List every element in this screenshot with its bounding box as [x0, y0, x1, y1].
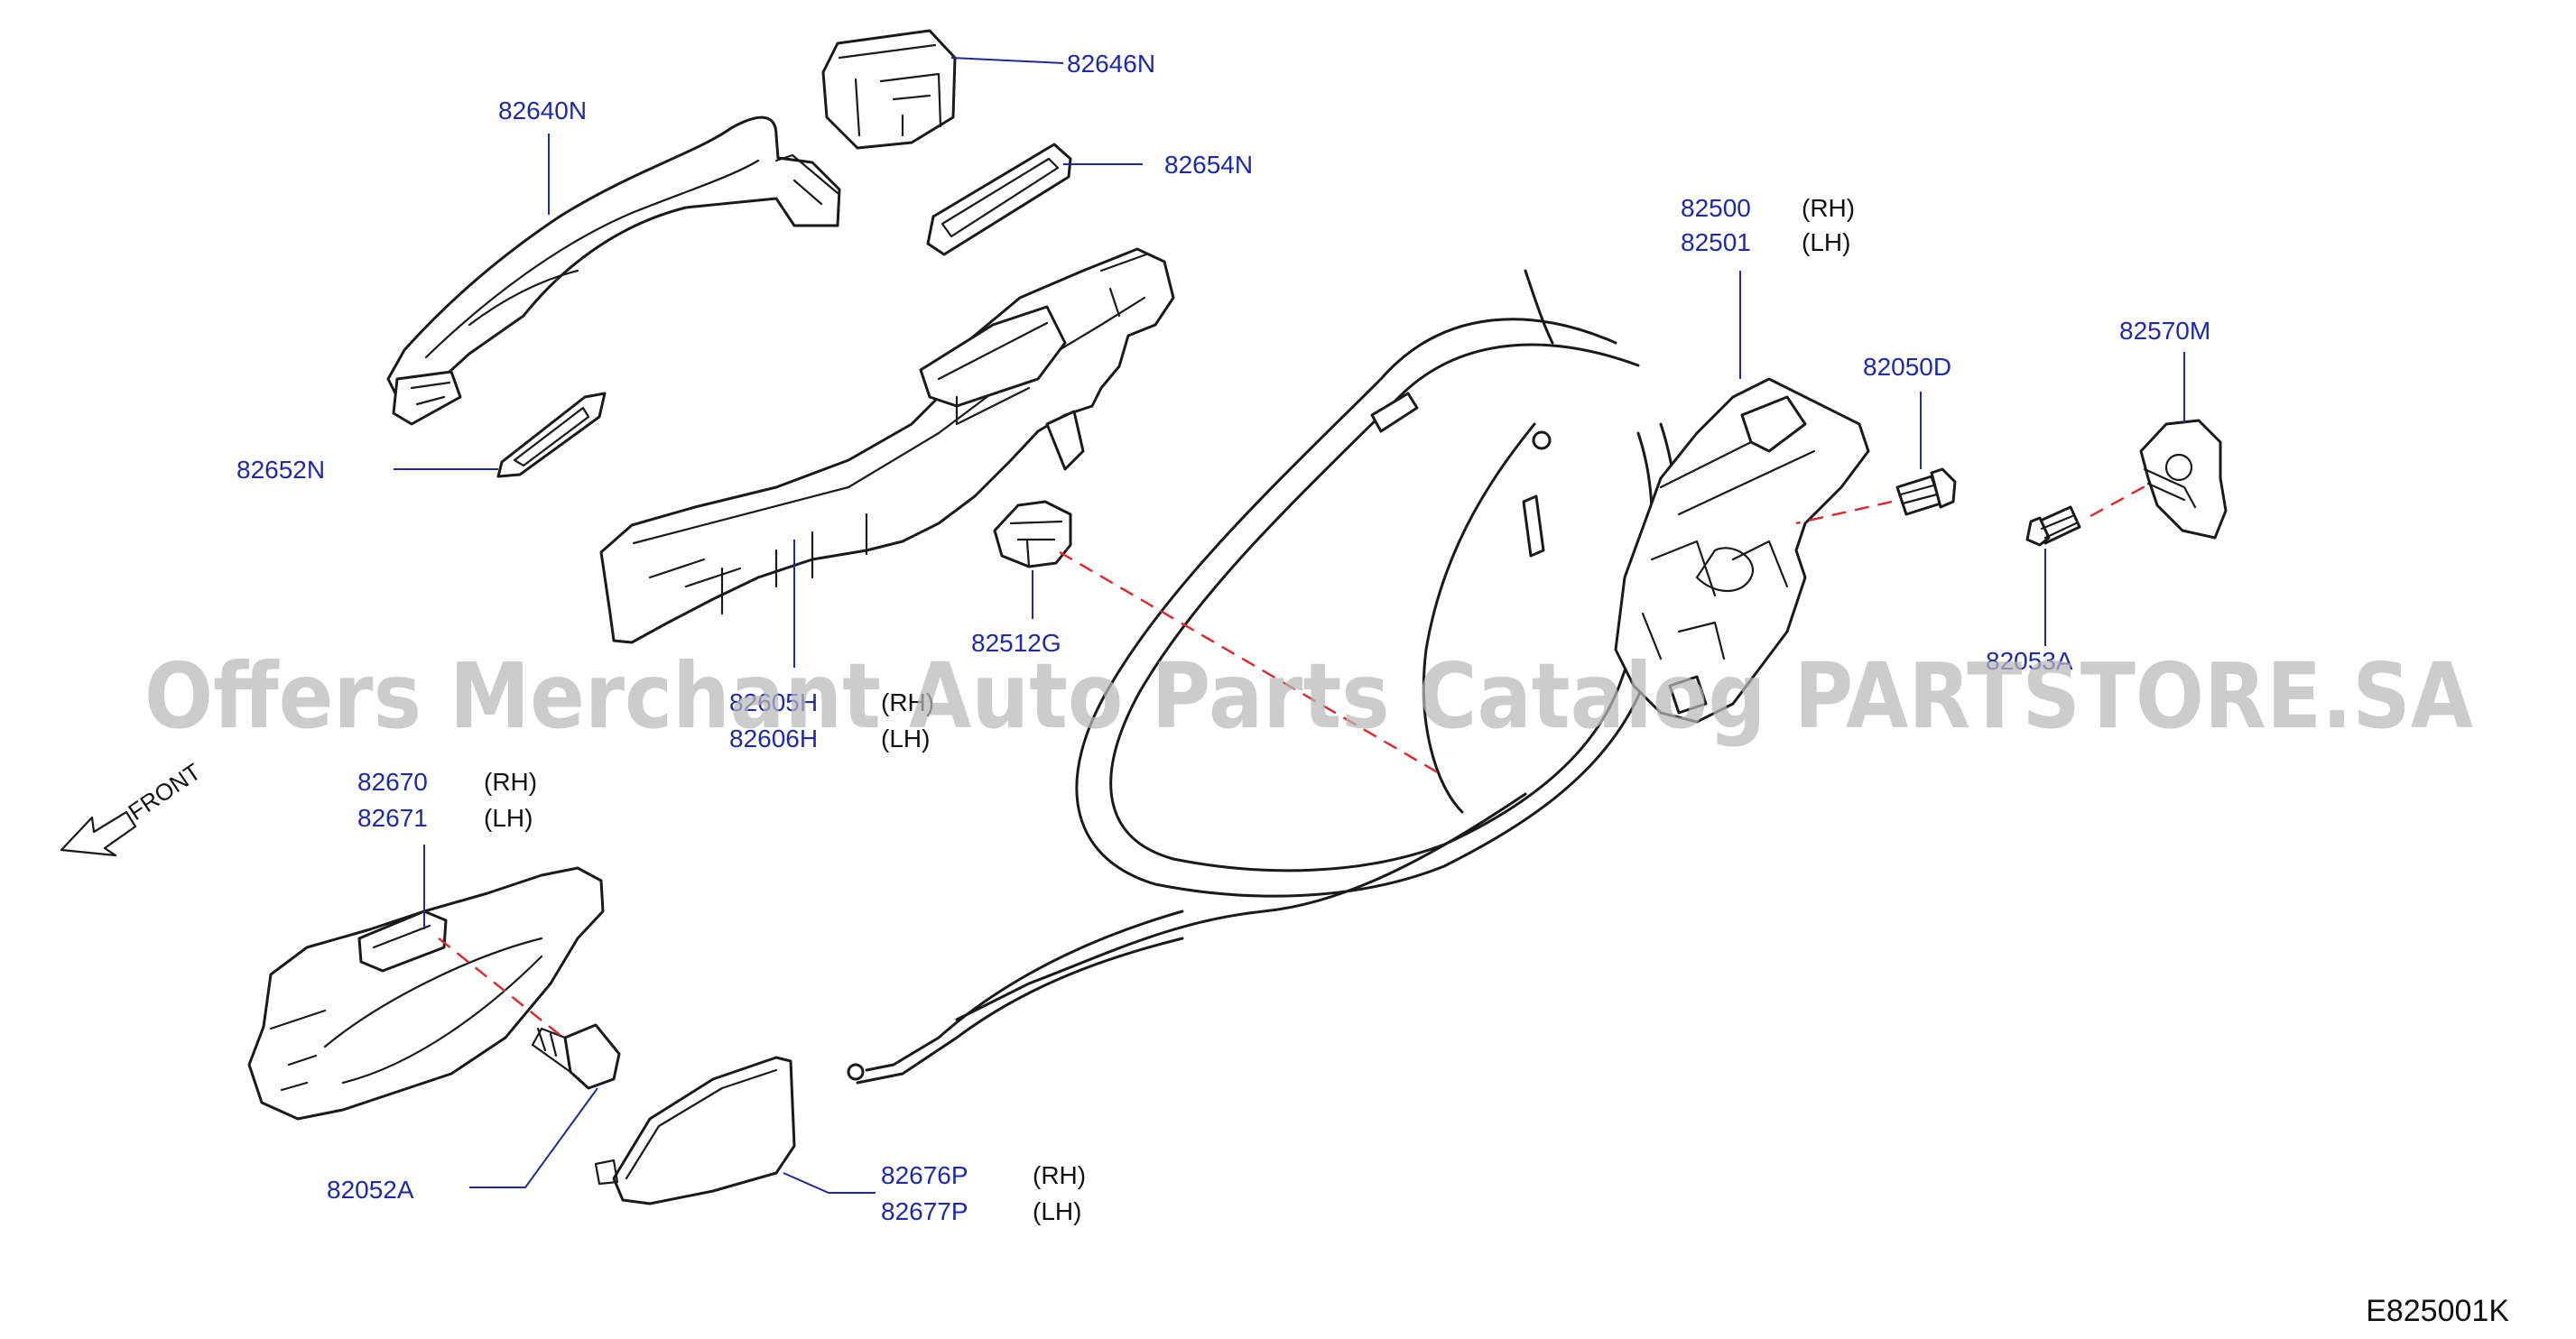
label-82670[interactable]: 82670	[357, 768, 428, 796]
label-82606h[interactable]: 82606H	[729, 725, 818, 753]
part-82500-drawing	[1614, 377, 1870, 724]
label-82605h[interactable]: 82605H	[729, 688, 818, 716]
label-82052a[interactable]: 82052A	[327, 1176, 414, 1204]
label-82646n[interactable]: 82646N	[1067, 50, 1155, 78]
label-82677p[interactable]: 82677P	[881, 1197, 968, 1225]
label-82500[interactable]: 82500	[1681, 194, 1751, 222]
dashed-assembly-axes	[438, 482, 2151, 1039]
label-82500-side: (RH)	[1802, 194, 1855, 222]
part-82646n-drawing	[821, 29, 957, 150]
label-82512g[interactable]: 82512G	[971, 629, 1061, 657]
part-82053a-drawing	[2025, 505, 2081, 547]
label-82676p-side: (RH)	[1033, 1161, 1086, 1189]
label-82501[interactable]: 82501	[1681, 228, 1751, 256]
front-label: FRONT	[124, 758, 206, 826]
label-82670-side: (RH)	[484, 768, 537, 796]
part-82670-drawing	[247, 866, 605, 1121]
label-82640n[interactable]: 82640N	[498, 97, 587, 125]
leader-lines	[394, 57, 2185, 1194]
label-82654n[interactable]: 82654N	[1164, 151, 1253, 179]
label-82605h-side: (RH)	[881, 688, 934, 716]
label-82570m[interactable]: 82570M	[2119, 317, 2210, 345]
part-82676p-drawing	[594, 1056, 796, 1205]
part-82052a-drawing	[531, 1023, 621, 1090]
part-82605h-drawing	[599, 247, 1175, 644]
part-82512g-drawing	[993, 500, 1072, 568]
label-82053a[interactable]: 82053A	[1986, 647, 2073, 675]
label-82050d[interactable]: 82050D	[1863, 353, 1951, 381]
label-82671-side: (LH)	[484, 804, 533, 832]
front-direction-arrow: FRONT	[60, 758, 206, 857]
label-82677p-side: (LH)	[1033, 1197, 1081, 1225]
part-82654n-drawing	[926, 143, 1072, 256]
label-82501-side: (LH)	[1802, 228, 1850, 256]
part-82640n-drawing	[386, 115, 841, 426]
label-82652n[interactable]: 82652N	[236, 456, 325, 484]
label-82676p[interactable]: 82676P	[881, 1161, 968, 1189]
label-82671[interactable]: 82671	[357, 804, 428, 832]
part-82652n-drawing	[496, 392, 607, 478]
watermark-text: Offers Merchant Auto Parts Catalog PARTS…	[144, 643, 2473, 749]
part-82050d-drawing	[1895, 467, 1957, 516]
diagram-reference-code: E825001K	[2366, 1294, 2509, 1328]
part-82570m-drawing	[2139, 419, 2228, 540]
label-82606h-side: (LH)	[881, 725, 930, 753]
